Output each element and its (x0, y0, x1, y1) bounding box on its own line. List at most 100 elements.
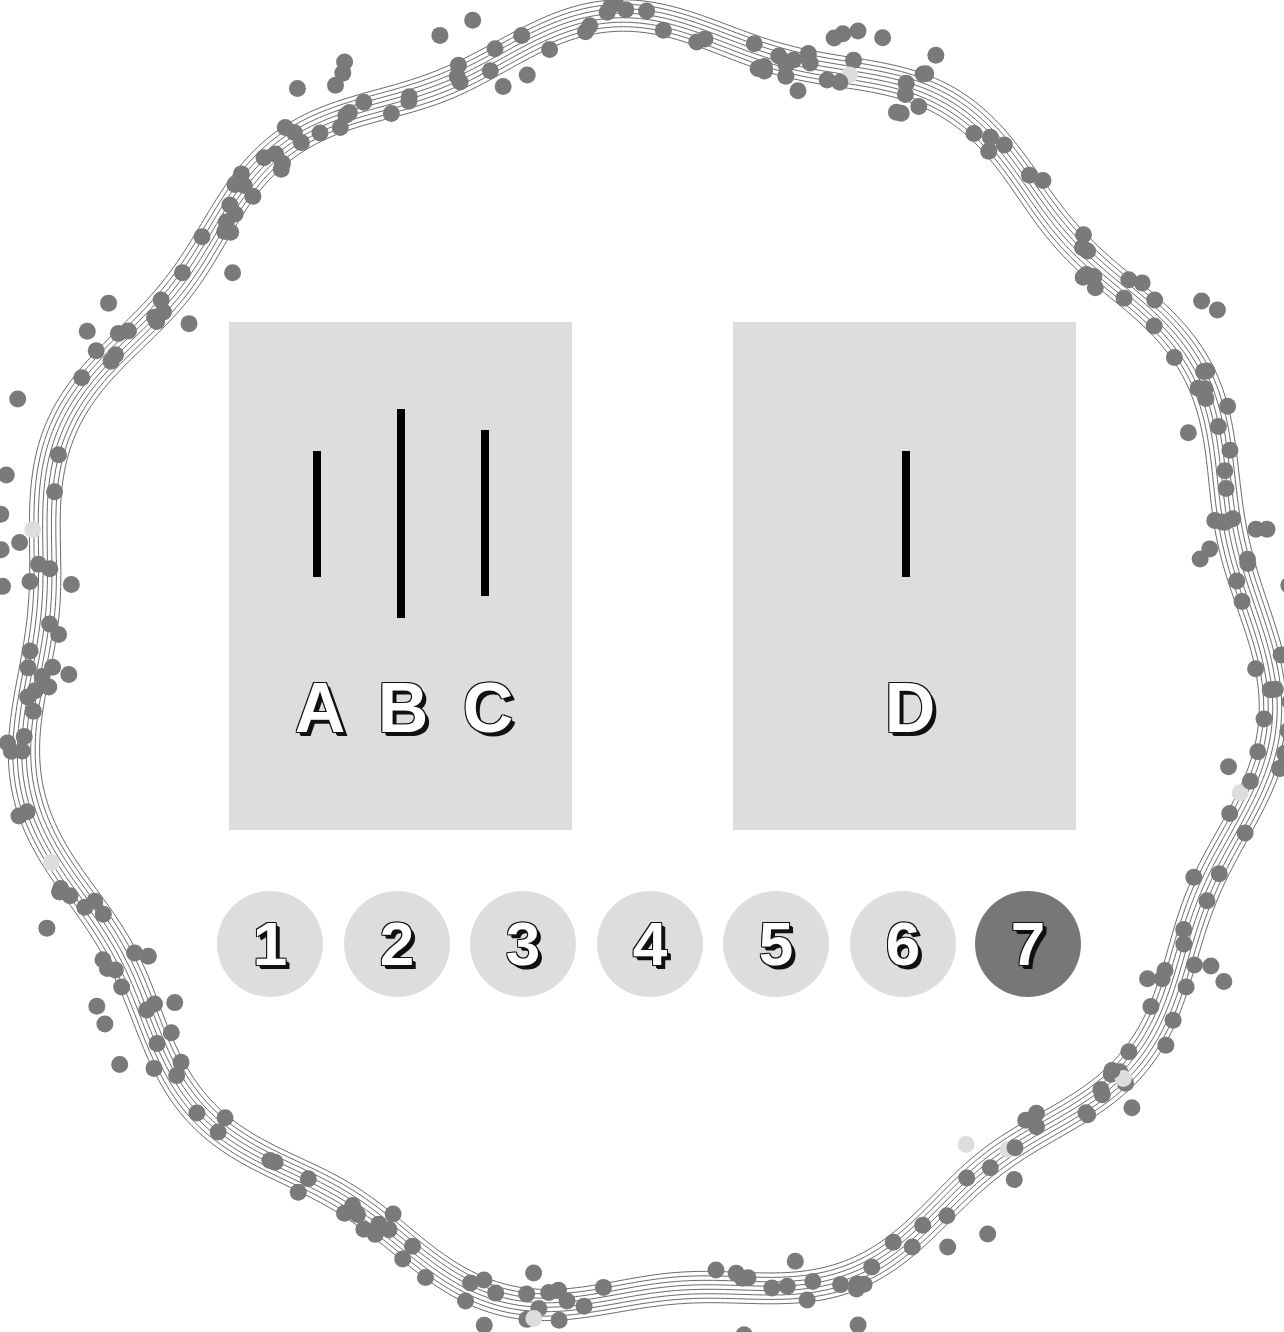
ring-dot (1165, 1012, 1182, 1029)
ring-dot (1198, 892, 1215, 909)
ring-dot (777, 68, 794, 85)
ring-dot (1215, 973, 1232, 990)
ring-dot (336, 1205, 353, 1222)
ring-dot (0, 506, 9, 523)
stimulus-card: D (733, 322, 1076, 830)
ring-dot (336, 53, 353, 70)
ring-dot (107, 346, 124, 363)
ring-dot (789, 82, 806, 99)
ring-dot (1221, 442, 1238, 459)
ring-dot (1103, 1062, 1120, 1079)
ring-dot (233, 165, 250, 182)
ring-dot (487, 40, 504, 57)
ring-dot (915, 66, 932, 83)
ring-dot (1146, 318, 1163, 335)
ring-line (17, 9, 1281, 1312)
ring-dot (1242, 773, 1259, 790)
ring-dot (457, 1293, 474, 1310)
ring-dot (20, 659, 37, 676)
ring-dot (550, 1282, 567, 1299)
ring-dot (255, 149, 272, 166)
ring-dot (979, 1225, 996, 1242)
ring-dot (1228, 573, 1245, 590)
ring-dot (863, 1258, 880, 1275)
ring-dot (404, 1238, 421, 1255)
ring-dot (462, 1275, 479, 1292)
ring-dot (1134, 274, 1151, 291)
ring-dot (525, 1310, 542, 1327)
ring-dot (770, 48, 787, 65)
ring-dot (126, 945, 143, 962)
ring-dot (96, 1016, 113, 1033)
seat-disc (850, 891, 956, 997)
ring-dot (60, 666, 77, 683)
ring-dot (603, 0, 620, 14)
ring-dot (897, 86, 914, 103)
seat-disc (723, 891, 829, 997)
ring-dot (519, 67, 536, 84)
stimulus-line (313, 451, 321, 577)
ring-dot (46, 483, 63, 500)
ring-dot (551, 1312, 568, 1329)
ring-dot (996, 137, 1013, 154)
ring-dot (541, 41, 558, 58)
ring-dot (1239, 555, 1256, 572)
ring-dot (525, 1264, 542, 1281)
participant-seat: 6 (850, 891, 956, 997)
ring-dot (79, 323, 96, 340)
ring-dot (1281, 693, 1284, 710)
ring-dot (804, 1273, 821, 1290)
ring-dot (513, 27, 530, 44)
ring-dot (850, 1316, 867, 1332)
stimulus-card: ABC (229, 322, 572, 830)
ring-dot (787, 1253, 804, 1270)
stimulus-line (397, 409, 405, 618)
ring-dot (431, 27, 448, 44)
ring-line (40, 31, 1260, 1289)
ring-dot (1221, 805, 1238, 822)
ring-dot (217, 1109, 234, 1126)
ring-dot (1216, 462, 1233, 479)
ring-dot (874, 29, 891, 46)
ring-dot (910, 98, 927, 115)
ring-dot (293, 134, 310, 151)
ring-dot (1120, 1043, 1137, 1060)
ring-dot (261, 1152, 278, 1169)
ring-dot (1175, 921, 1192, 938)
ring-dot (1276, 745, 1284, 762)
ring-dot (696, 31, 713, 48)
ring-dot (289, 80, 306, 97)
ring-dot (111, 1056, 128, 1073)
ring-dot (9, 390, 26, 407)
ring-dot (1209, 301, 1226, 318)
ring-dot (1079, 1106, 1096, 1123)
line-label: B (378, 673, 429, 743)
ring-dot (1210, 418, 1227, 435)
ring-dot (980, 143, 997, 160)
ring-dot (799, 1291, 816, 1308)
ring-dot (216, 223, 233, 240)
ring-dot (355, 94, 372, 111)
ring-dot (1219, 398, 1236, 415)
ring-dot (0, 734, 16, 751)
ring-dot (1280, 722, 1284, 739)
participant-seat: 7 (975, 891, 1081, 997)
ring-dot (1139, 970, 1156, 987)
ring-dot (16, 728, 33, 745)
ring-dot (1123, 1099, 1140, 1116)
ring-dot (1028, 1118, 1045, 1135)
ring-dot (355, 1221, 372, 1238)
ring-dot (1087, 279, 1104, 296)
ring-dot (1156, 962, 1173, 979)
line-label: A (295, 673, 346, 743)
ring-dot (1258, 521, 1275, 538)
seat-number: 3 (506, 913, 540, 975)
ring-dot (850, 23, 867, 40)
ring-line (13, 4, 1284, 1316)
ring-dot (1190, 380, 1207, 397)
ring-dot (273, 161, 290, 178)
ring-dot (518, 1286, 535, 1303)
ring-dot (41, 560, 58, 577)
ring-dot (785, 51, 802, 68)
